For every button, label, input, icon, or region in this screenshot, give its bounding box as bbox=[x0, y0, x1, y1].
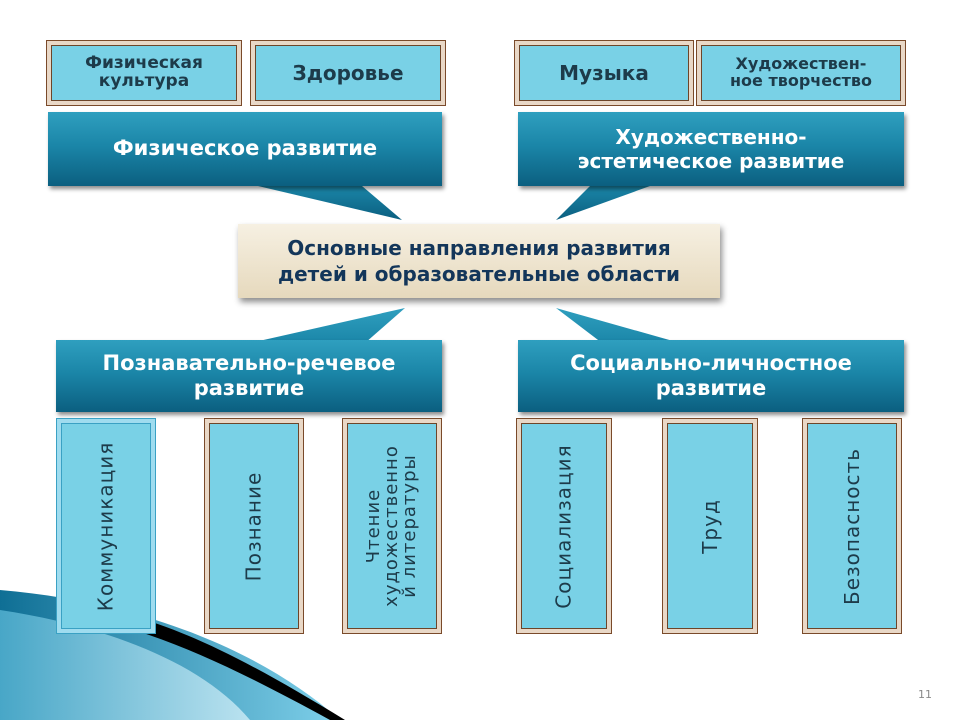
box-safety: Безопасность bbox=[802, 418, 902, 634]
box-artistic-creativity: Художествен- ное творчество bbox=[696, 40, 906, 106]
header-social-personal-development: Социально-личностное развитие bbox=[518, 340, 904, 412]
box-health-label: Здоровье bbox=[255, 45, 441, 101]
box-labor-label: Труд bbox=[697, 498, 722, 554]
box-music-label: Музыка bbox=[519, 45, 689, 101]
pointer-social bbox=[556, 308, 680, 343]
slide-number: 11 bbox=[918, 688, 932, 701]
pointer-artistic bbox=[556, 186, 650, 220]
box-socialization-label: Социализация bbox=[551, 443, 576, 609]
box-cognition-label: Познание bbox=[241, 471, 266, 581]
box-socialization: Социализация bbox=[516, 418, 612, 634]
header-physical-development: Физическое развитие bbox=[48, 112, 442, 186]
box-labor: Труд bbox=[662, 418, 758, 634]
pointer-physical bbox=[258, 186, 402, 220]
center-main-directions: Основные направления развития детей и об… bbox=[238, 224, 720, 298]
box-communication: Коммуникация bbox=[56, 418, 156, 634]
box-cognition: Познание bbox=[204, 418, 304, 634]
box-music: Музыка bbox=[514, 40, 694, 106]
box-artistic-creativity-label: Художествен- ное творчество bbox=[701, 45, 901, 101]
box-reading-fiction-label: Чтение художественно й литературы bbox=[363, 445, 421, 607]
box-communication-label: Коммуникация bbox=[93, 441, 118, 611]
box-physical-culture-label: Физическая культура bbox=[51, 45, 237, 101]
header-cognitive-speech-development: Познавательно-речевое развитие bbox=[56, 340, 442, 412]
box-physical-culture: Физическая культура bbox=[46, 40, 242, 106]
box-safety-label: Безопасность bbox=[839, 447, 864, 605]
header-artistic-development: Художественно- эстетическое развитие bbox=[518, 112, 904, 186]
box-health: Здоровье bbox=[250, 40, 446, 106]
box-reading-fiction: Чтение художественно й литературы bbox=[342, 418, 442, 634]
pointer-cognitive bbox=[250, 308, 405, 343]
